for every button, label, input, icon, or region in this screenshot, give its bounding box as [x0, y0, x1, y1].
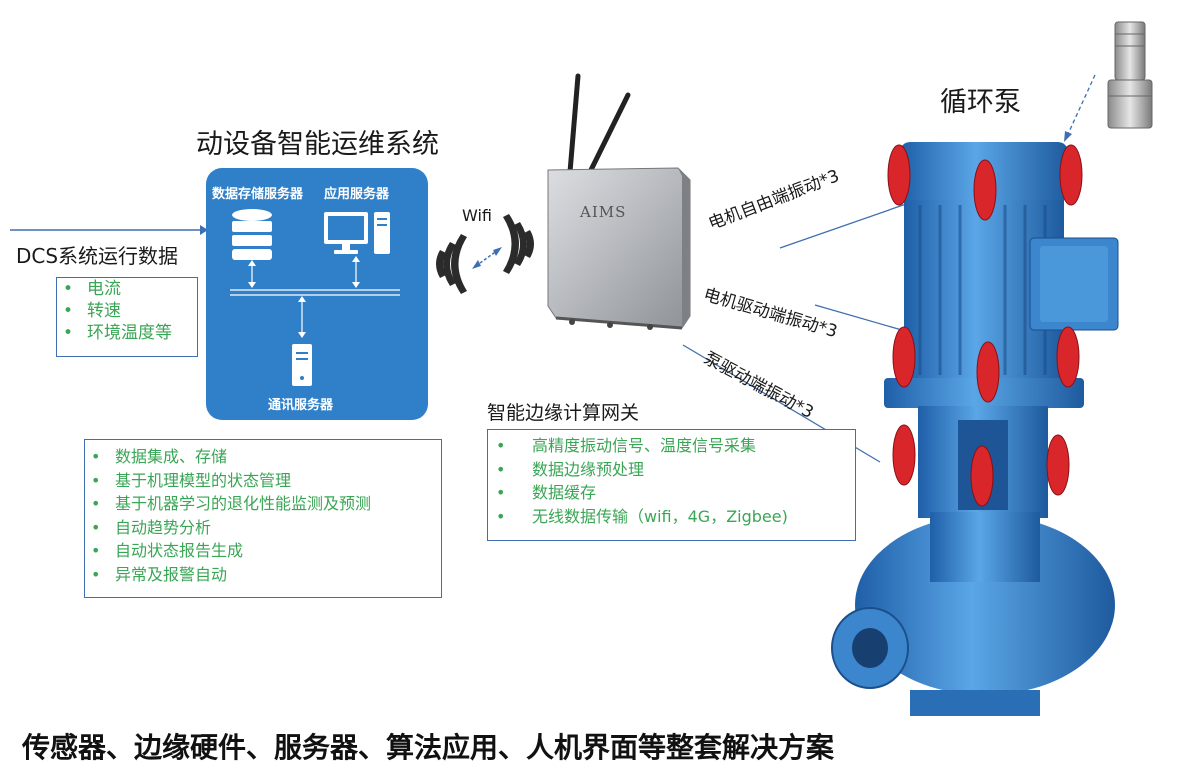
gateway-label: 智能边缘计算网关	[487, 402, 640, 424]
functions-list: 数据集成、存储 基于机理模型的状态管理 基于机器学习的退化性能监测及预测 自动趋…	[85, 440, 441, 586]
sensor-marker	[892, 326, 916, 388]
list-item: 自动趋势分析	[85, 516, 441, 540]
sensor-pointer-arrow	[1064, 74, 1096, 142]
dcs-items-list: 电流 转速 环境温度等	[57, 278, 197, 344]
dcs-arrow	[10, 225, 208, 235]
communication-server-label: 通讯服务器	[268, 398, 334, 413]
solution-summary-title: 传感器、边缘硬件、服务器、算法应用、人机界面等整套解决方案	[22, 731, 835, 764]
sensor-markers	[887, 144, 1083, 507]
sensor-marker	[973, 159, 997, 221]
server-panel: 数据存储服务器 应用服务器	[206, 168, 428, 420]
server-bus-lines	[230, 256, 400, 338]
gateway-brand-logo: AIMS	[580, 203, 627, 221]
dcs-items-box: 电流 转速 环境温度等	[56, 277, 198, 357]
list-item: 无线数据传输（wifi，4G，Zigbee)	[488, 505, 855, 529]
list-item: 基于机理模型的状态管理	[85, 469, 441, 493]
list-item: 基于机器学习的退化性能监测及预测	[85, 492, 441, 516]
wifi-wave-left-icon	[436, 234, 467, 294]
edge-gateway-device	[547, 73, 691, 330]
application-server-label: 应用服务器	[324, 187, 390, 202]
list-item: 数据缓存	[488, 481, 855, 505]
functions-box: 数据集成、存储 基于机理模型的状态管理 基于机器学习的退化性能监测及预测 自动趋…	[84, 439, 442, 598]
wifi-label: Wifi	[462, 206, 492, 225]
list-item: 高精度振动信号、温度信号采集	[488, 434, 855, 458]
server-panel-graphics	[230, 209, 400, 386]
dcs-data-label: DCS系统运行数据	[16, 244, 179, 268]
server-tower-icon	[292, 344, 312, 386]
list-item: 数据边缘预处理	[488, 458, 855, 482]
list-item: 环境温度等	[57, 322, 197, 344]
vibration-sensor-icon	[1107, 21, 1153, 129]
sensor-marker	[1059, 144, 1083, 206]
system-title: 动设备智能运维系统	[196, 129, 439, 160]
sensor-marker	[1056, 326, 1080, 388]
gateway-features-list: 高精度振动信号、温度信号采集 数据边缘预处理 数据缓存 无线数据传输（wifi，…	[488, 430, 855, 528]
gateway-features-box: 高精度振动信号、温度信号采集 数据边缘预处理 数据缓存 无线数据传输（wifi，…	[487, 429, 856, 541]
list-item: 数据集成、存储	[85, 445, 441, 469]
list-item: 电流	[57, 278, 197, 300]
storage-server-label: 数据存储服务器	[212, 187, 304, 202]
sensor-marker	[892, 424, 916, 486]
list-item: 异常及报警自动	[85, 563, 441, 587]
list-item: 自动状态报告生成	[85, 539, 441, 563]
pump-title: 循环泵	[940, 87, 1021, 118]
wifi-link-arrow	[472, 247, 502, 269]
sensor-marker	[1046, 434, 1070, 496]
list-item: 转速	[57, 300, 197, 322]
sensor-marker	[976, 341, 1000, 403]
circulating-pump	[831, 142, 1119, 716]
computer-monitor-icon	[324, 212, 390, 254]
wifi-wave-right-icon	[503, 214, 534, 274]
sensor-marker	[887, 144, 911, 206]
database-icon	[232, 209, 272, 260]
sensor-marker	[970, 445, 994, 507]
